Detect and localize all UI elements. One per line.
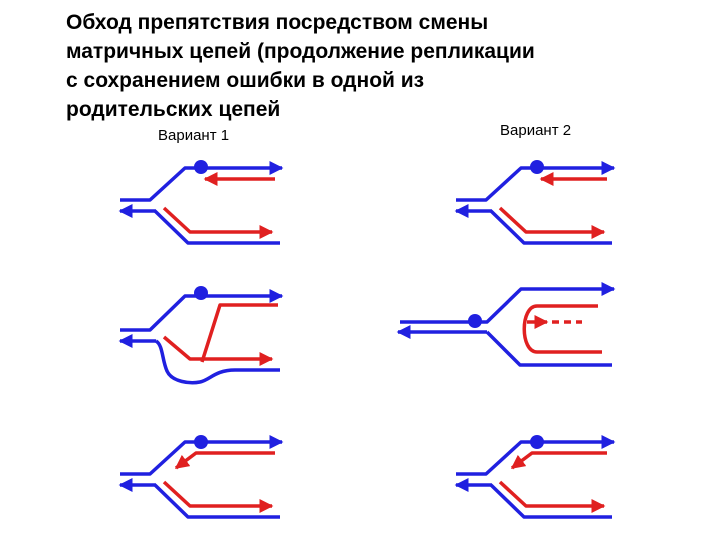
v1f2-leading-strand xyxy=(162,335,274,366)
v1f2-top-parental xyxy=(120,289,284,332)
v2f3-red-top xyxy=(510,451,607,470)
v1f3-red-top xyxy=(174,451,275,470)
v1f3-bottom-parental xyxy=(153,483,280,519)
title-line-3: с сохранением ошибки в одной из xyxy=(66,69,425,92)
v1-fork-2 xyxy=(118,286,284,385)
diagram-title: Обход препятствия посредством смены матр… xyxy=(66,8,626,124)
v2f3-bottom-parental xyxy=(489,483,612,519)
v1-fork-3 xyxy=(118,435,284,519)
v2f3-top-parental xyxy=(456,435,616,476)
v2f1-bottom-parental xyxy=(489,209,612,245)
v1-fork-1 xyxy=(118,160,284,245)
title-line-2: матричных цепей (продолжение репликации xyxy=(66,40,535,63)
v2f2-lesion-dot xyxy=(468,314,482,328)
v2-fork-3 xyxy=(454,435,616,519)
v2-fork-1 xyxy=(454,160,616,245)
title-line-1: Обход препятствия посредством смены xyxy=(66,11,489,34)
v1f1-lesion-dot xyxy=(194,160,208,174)
v1f1-bottom-parental xyxy=(153,209,280,245)
title-line-4: родительских цепей xyxy=(66,98,281,121)
v1f2-lesion-dot xyxy=(194,286,208,300)
v1f3-lesion-dot xyxy=(194,435,208,449)
v2-fork-2 xyxy=(396,282,616,367)
variant-2-label: Вариант 2 xyxy=(500,122,572,139)
v2f3-leading-strand xyxy=(498,480,606,513)
v2f3-lesion-dot xyxy=(530,435,544,449)
v2f2-top-parental xyxy=(400,282,616,324)
v2f1-lesion-dot xyxy=(530,160,544,174)
v1f2-looped-bottom-parental xyxy=(154,339,280,385)
v1f2-switching-strand xyxy=(200,303,278,363)
v2f1-top-parental xyxy=(456,161,616,202)
v1f3-top-parental xyxy=(120,435,284,476)
v1f1-top-parental xyxy=(120,161,284,202)
v2f2-bottom-parental xyxy=(485,330,612,367)
v2f1-leading-strand xyxy=(498,206,606,239)
v1f1-leading-strand xyxy=(162,206,274,239)
v2f2-hairpin-strand xyxy=(522,304,602,354)
variant-1-label: Вариант 1 xyxy=(158,127,230,144)
v1f3-leading-strand xyxy=(162,480,274,513)
